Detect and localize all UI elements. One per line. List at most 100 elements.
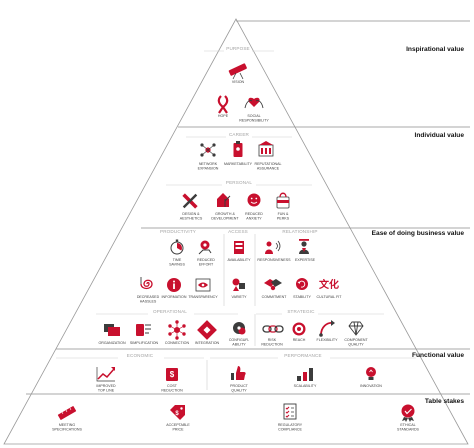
hands-heart-icon [244,97,264,109]
pyramid-outline [3,18,469,445]
element-expertise-label: EXPERTISE [295,258,316,262]
section-career: CAREER [229,132,250,137]
element-stability: STABILITY [293,278,311,299]
section-personal: PERSONAL [226,180,253,185]
element-marketability-label: MARKETABILITY [224,162,253,166]
element-responsiveness: RESPONSIVENESS [257,240,291,262]
element-configurability: CONFIGUR-ABILITY [229,322,250,346]
element-flexibility-label: FLEXIBILITY [317,338,339,342]
element-integration: INTEGRATION [195,320,220,345]
element-information: INFORMATION [162,278,187,299]
pencil-ruler-icon [182,193,198,209]
badge-icon [233,141,243,157]
telescope-icon [228,63,247,80]
handshake-icon [264,279,282,291]
svg-text:$: $ [170,370,175,379]
element-simplification: SIMPLIFICATION [130,324,159,345]
element-innovation-label: INNOVATION [360,384,382,388]
element-hope: HOPE [217,95,229,118]
tier-label-ease: Ease of doing business value [372,230,465,237]
element-scalability: SCALABILITY [294,368,317,388]
building-shield-icon [258,141,274,157]
shapes-icon [232,278,245,291]
element-transparency: TRANSPARENCY [188,278,218,299]
coin-down-icon: $ [166,368,178,381]
element-design-aesthetics: DESIGN &AESTHETICS [180,193,203,220]
element-fun-perks-label: FUN &PERKS [277,212,290,220]
config-icon [233,322,246,335]
element-reach: REACH [292,322,306,342]
target-icon [292,322,306,336]
stopwatch-icon [170,239,184,255]
element-stability-label: STABILITY [293,295,311,299]
element-scalability-label: SCALABILITY [294,384,317,388]
thumbs-up-icon [231,366,246,380]
info-icon [167,278,181,292]
element-growth-development: GROWTH &DEVELOPMENT [211,193,239,220]
svg-text:文化: 文化 [319,278,339,291]
element-variety: VARIETY [231,278,247,299]
flex-icon [319,320,335,337]
door-calendar-icon [234,241,244,254]
element-integration-label: INTEGRATION [195,341,220,345]
tier-label-inspirational: Inspirational value [406,46,464,53]
gift-bag-icon [276,192,290,209]
element-organization-label: ORGANIZATION [98,341,125,345]
section-relationship: RELATIONSHIP [282,229,317,234]
element-flexibility: FLEXIBILITY [317,320,339,342]
element-configurability-label: CONFIGUR-ABILITY [229,338,250,346]
element-variety-label: VARIETY [231,295,247,299]
section-strategic: STRATEGIC [287,309,315,314]
network-nodes-icon [200,143,216,157]
relaxed-face-icon [247,193,261,207]
element-design-aesthetics-label: DESIGN &AESTHETICS [180,212,203,220]
element-fun-perks: FUN &PERKS [276,192,290,220]
section-productivity: PRODUCTIVITY [160,229,196,234]
element-growth-development-label: GROWTH &DEVELOPMENT [211,212,239,220]
element-reach-label: REACH [293,338,306,342]
price-tag-icon: $ [170,405,185,420]
eye-window-icon [195,278,211,292]
element-commitment: COMMITMENT [262,279,288,299]
element-vision-label: VISION [232,80,245,84]
tier-label-functional: Functional value [412,352,464,359]
tier-label-individual: Individual value [415,132,465,139]
svg-text:$: $ [175,411,179,417]
element-commitment-label: COMMITMENT [262,295,288,299]
gear-hand-icon [198,240,212,255]
talk-icon [265,240,281,254]
simplify-icon [136,324,151,336]
section-access: ACCESS [228,229,248,234]
element-marketability: MARKETABILITY [224,141,253,166]
section-performance: PERFORMANCE [284,353,321,358]
element-connection: CONNECTION [165,320,189,345]
scale-up-icon [297,368,313,381]
expert-icon [299,239,309,254]
element-vision: VISION [228,63,247,84]
element-hope-label: HOPE [218,114,229,118]
